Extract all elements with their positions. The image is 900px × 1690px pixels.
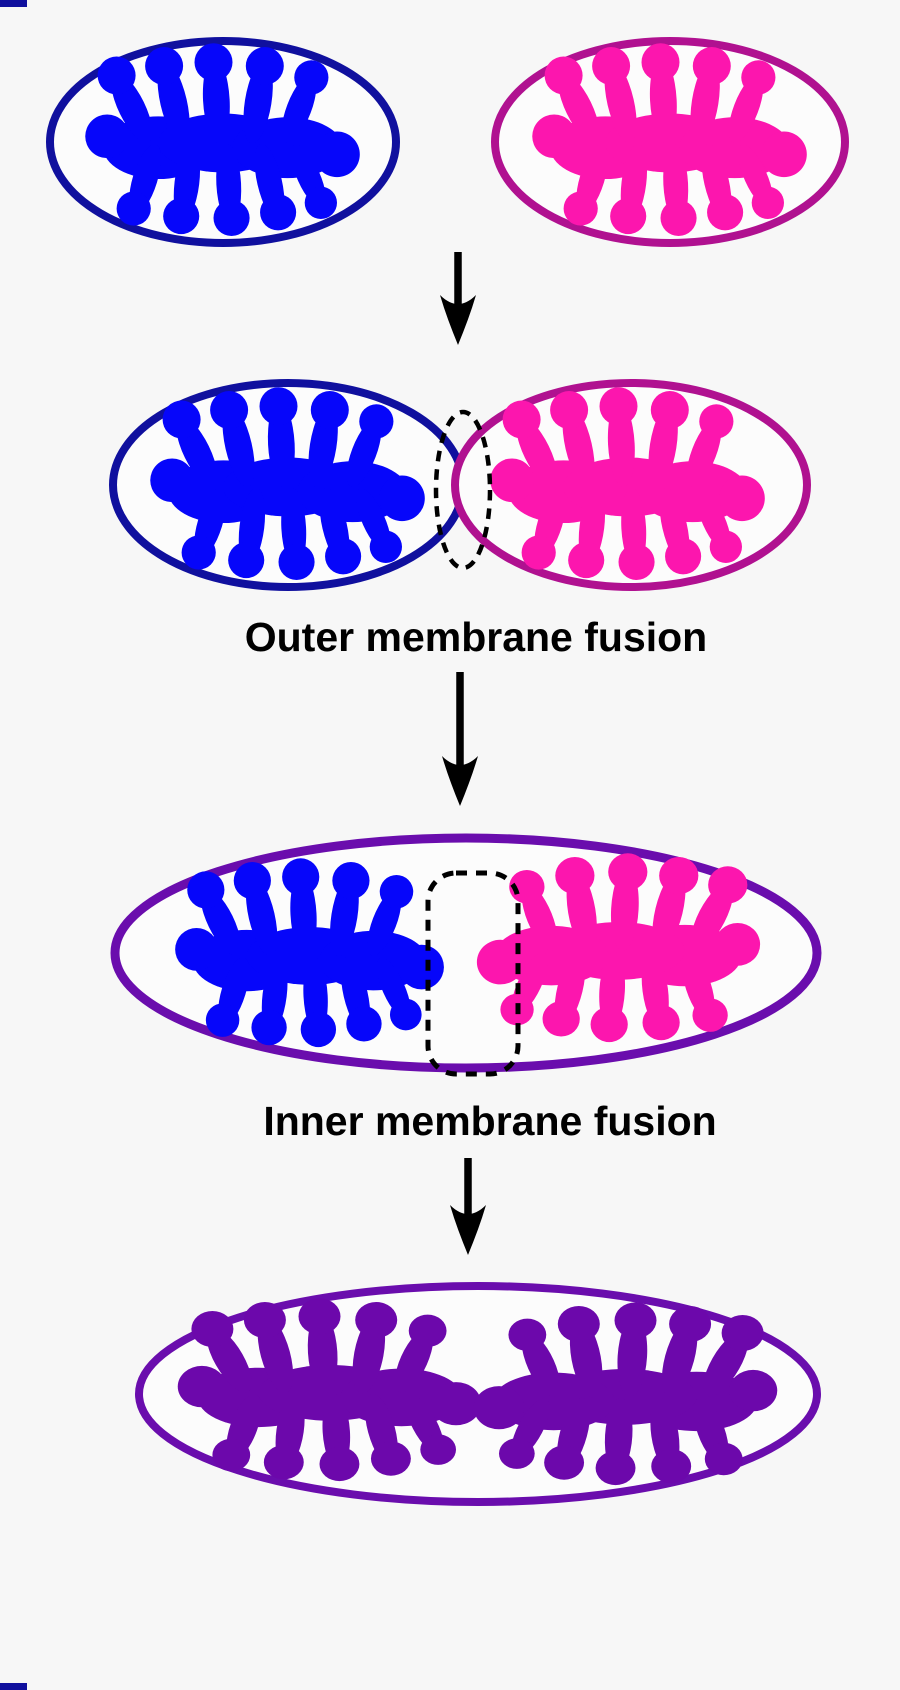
blue-mitochondrion-cristae xyxy=(150,387,425,581)
down-arrow-icon xyxy=(442,672,478,806)
pink-mitochondrion-cristae xyxy=(490,387,765,581)
corner-mark-top-left xyxy=(0,0,27,7)
stage-outer-membrane-contact xyxy=(109,379,811,591)
corner-mark-bottom-left xyxy=(0,1683,27,1690)
blue-inner-membrane-cristae xyxy=(175,858,444,1048)
outer-membrane-fusion-label: Outer membrane fusion xyxy=(245,614,707,660)
fused-cristae-left xyxy=(177,1298,482,1482)
down-arrow-icon xyxy=(440,252,476,345)
down-arrow-icon xyxy=(450,1158,486,1255)
pink-mitochondrion-cristae xyxy=(532,43,807,237)
inner-membrane-fusion-label: Inner membrane fusion xyxy=(263,1098,716,1144)
stage-fused-mitochondrion xyxy=(135,1282,821,1506)
fusion-site-dashed-rect xyxy=(425,870,521,1077)
stage-separate-mitochondria xyxy=(46,37,849,247)
fusion-site-dashed-ellipse xyxy=(433,409,493,571)
fused-cristae-right xyxy=(473,1302,778,1486)
stage-inner-membrane-contact xyxy=(110,833,822,1077)
blue-mitochondrion-cristae xyxy=(85,43,360,237)
fused-outer-membrane xyxy=(110,833,822,1073)
